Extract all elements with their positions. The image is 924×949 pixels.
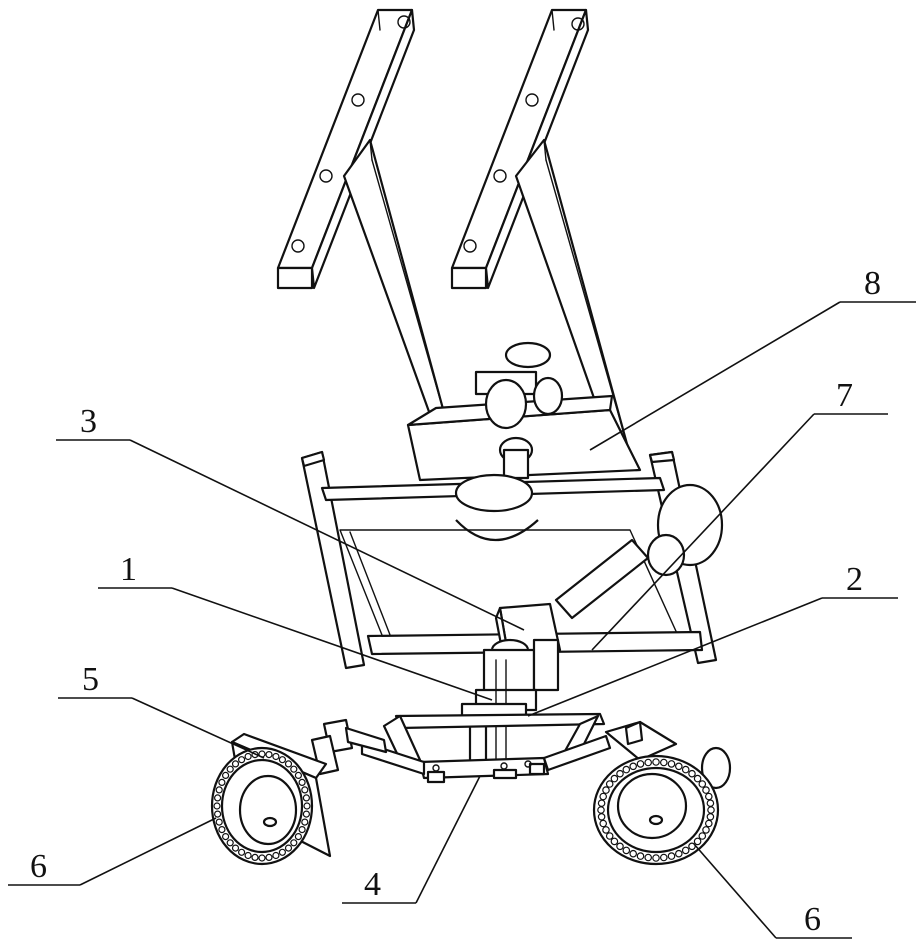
gear-tooth: [266, 854, 272, 860]
gear-tooth: [286, 845, 292, 851]
gear-tooth: [645, 854, 651, 860]
callout-1: 1: [120, 551, 137, 588]
gear-tooth: [239, 757, 245, 763]
gear-tooth: [252, 854, 258, 860]
gear-tooth: [694, 775, 700, 781]
gear-tooth: [291, 766, 297, 772]
gear-tooth: [699, 781, 705, 787]
gear-tooth: [227, 840, 233, 846]
gear-tooth: [598, 800, 604, 806]
gear-tooth: [645, 759, 651, 765]
callout-8: 8: [864, 265, 881, 302]
gear-tooth: [233, 845, 239, 851]
gear-tooth: [707, 800, 713, 806]
gear-tooth: [598, 814, 604, 820]
leader-lines: [8, 302, 916, 938]
gear-tooth: [216, 787, 222, 793]
gear-tooth: [279, 757, 285, 763]
gear-tooth: [259, 855, 265, 861]
gear-tooth: [611, 838, 617, 844]
gear-tooth: [219, 779, 225, 785]
gear-tooth: [653, 855, 659, 861]
callout-4: 4: [364, 866, 381, 903]
gear-tooth: [214, 803, 220, 809]
callout-5: 5: [82, 661, 99, 698]
gear-tooth: [223, 834, 229, 840]
gear-tooth: [603, 787, 609, 793]
gear-tooth: [302, 787, 308, 793]
gear-tooth: [703, 827, 709, 833]
gear-tooth: [623, 847, 629, 853]
gear-tooth: [699, 833, 705, 839]
gear-tooth: [299, 827, 305, 833]
gear-tooth: [661, 854, 667, 860]
callout-6-left: 6: [30, 848, 47, 885]
gear-tooth: [630, 763, 636, 769]
gear-tooth: [245, 754, 251, 760]
gear-tooth: [302, 819, 308, 825]
gear-tooth: [219, 827, 225, 833]
gear-tooth: [227, 766, 233, 772]
gear-tooth: [303, 811, 309, 817]
gear-tooth: [603, 827, 609, 833]
gear-tooth: [689, 771, 695, 777]
callout-6-right: 6: [804, 901, 821, 938]
gear-tooth: [299, 779, 305, 785]
gear-tooth: [215, 795, 221, 801]
gear-tooth: [239, 849, 245, 855]
left-wheel-assembly: [212, 720, 386, 864]
callout-7: 7: [836, 377, 853, 414]
gear-tooth: [637, 761, 643, 767]
gear-tooth: [706, 793, 712, 799]
gear-tooth: [630, 851, 636, 857]
gear-tooth: [607, 781, 613, 787]
gear-tooth: [291, 840, 297, 846]
gear-tooth: [223, 772, 229, 778]
gear-tooth: [233, 761, 239, 767]
callout-3: 3: [80, 403, 97, 440]
gear-tooth: [286, 761, 292, 767]
gear-tooth: [707, 814, 713, 820]
gear-tooth: [653, 759, 659, 765]
gear-tooth: [273, 754, 279, 760]
gear-tooth: [661, 759, 667, 765]
gear-tooth: [245, 853, 251, 859]
gear-tooth: [703, 787, 709, 793]
gear-tooth: [706, 820, 712, 826]
gear-tooth: [611, 775, 617, 781]
gear-tooth: [598, 807, 604, 813]
central-drive-unit: [462, 604, 560, 762]
gear-tooth: [617, 771, 623, 777]
gear-tooth: [683, 766, 689, 772]
gear-tooth: [708, 807, 714, 813]
gear-tooth: [273, 853, 279, 859]
callout-2: 2: [846, 561, 863, 598]
gear-tooth: [295, 834, 301, 840]
gear-tooth: [683, 847, 689, 853]
gear-tooth: [304, 803, 310, 809]
gear-tooth: [617, 843, 623, 849]
gear-tooth: [676, 851, 682, 857]
gear-tooth: [266, 752, 272, 758]
gear-tooth: [694, 838, 700, 844]
gear-tooth: [623, 766, 629, 772]
gear-tooth: [303, 795, 309, 801]
gear-tooth: [668, 761, 674, 767]
gear-tooth: [676, 763, 682, 769]
gear-tooth: [215, 811, 221, 817]
gear-tooth: [600, 820, 606, 826]
gear-tooth: [279, 849, 285, 855]
upper-mounting-frame: [278, 10, 640, 480]
gear-tooth: [668, 853, 674, 859]
gear-tooth: [637, 853, 643, 859]
gear-tooth: [600, 793, 606, 799]
gear-tooth: [607, 833, 613, 839]
gear-tooth: [295, 772, 301, 778]
gear-tooth: [216, 819, 222, 825]
